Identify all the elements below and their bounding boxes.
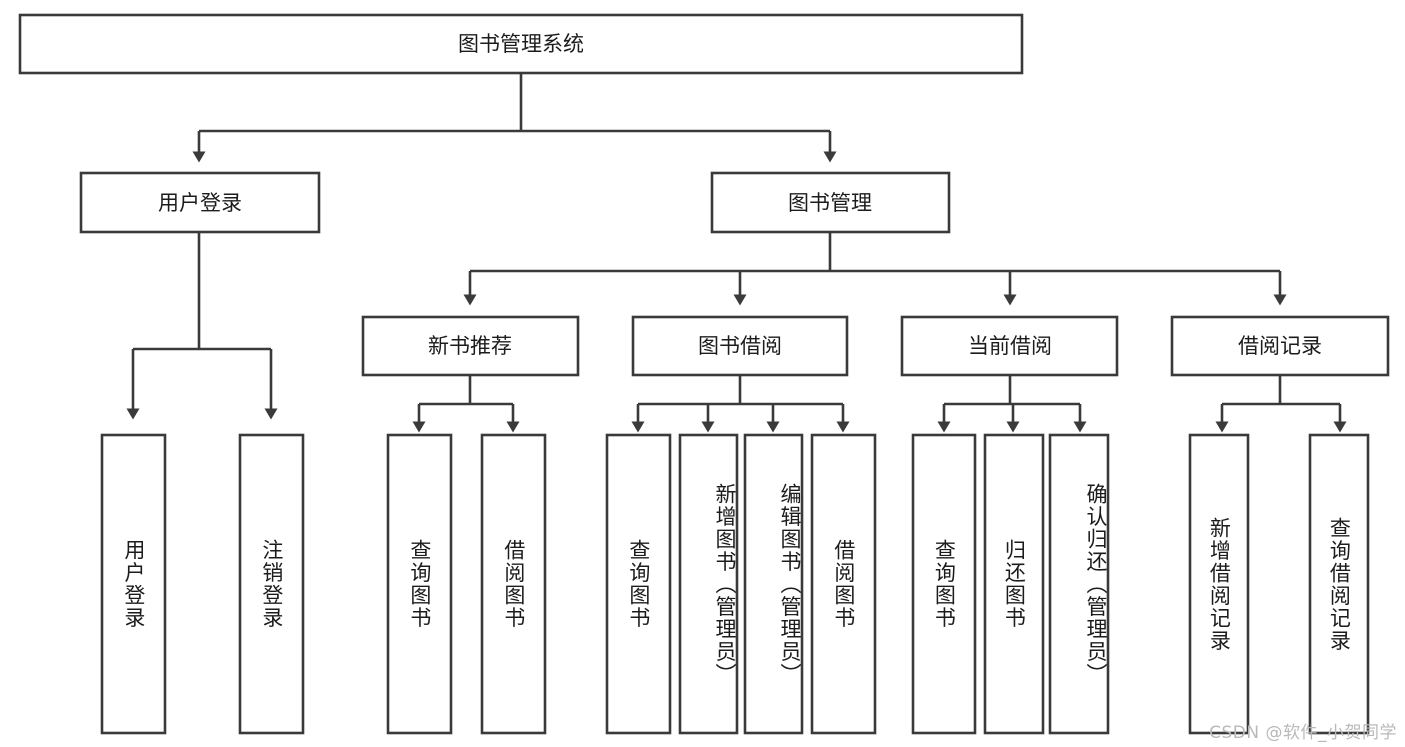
node-box-leaf-user-login[interactable] — [100, 433, 167, 735]
node-box-leaf-logout[interactable] — [238, 433, 305, 735]
node-box-leaf-borrow-edit[interactable] — [743, 433, 804, 735]
node-box-leaf-record-add[interactable] — [1188, 433, 1250, 735]
node-box-borrow[interactable] — [631, 315, 849, 377]
node-box-user-login[interactable] — [79, 171, 321, 234]
node-box-leaf-current-query[interactable] — [911, 433, 977, 735]
node-label-newbook: 新书推荐 — [428, 334, 512, 358]
connector-group-current — [937, 375, 1087, 433]
connector-group-user-login — [126, 232, 278, 420]
connector-group-newbook — [412, 375, 520, 433]
node-box-current[interactable] — [900, 315, 1119, 377]
csdn-watermark: CSDN @软件_小贺同学 — [1209, 723, 1397, 743]
node-box-leaf-newbook-borrow[interactable] — [480, 433, 547, 735]
node-box-book-mgmt[interactable] — [710, 171, 951, 234]
connector-group-record — [1215, 375, 1347, 433]
node-label-record: 借阅记录 — [1238, 334, 1322, 358]
node-label-user-login: 用户登录 — [158, 191, 242, 215]
node-box-leaf-newbook-query[interactable] — [386, 433, 453, 735]
node-label-current: 当前借阅 — [968, 334, 1052, 358]
connector-group-borrow — [631, 375, 850, 433]
node-box-leaf-record-query[interactable] — [1308, 433, 1370, 735]
node-box-leaf-borrow-query[interactable] — [605, 433, 672, 735]
node-label-book-mgmt: 图书管理 — [788, 191, 872, 215]
connector-group-book-mgmt — [463, 232, 1287, 306]
node-box-leaf-borrow-add[interactable] — [678, 433, 739, 735]
node-box-leaf-current-confirm[interactable] — [1048, 433, 1110, 735]
node-box-root[interactable] — [18, 13, 1024, 75]
node-label-borrow: 图书借阅 — [698, 334, 782, 358]
connector-group-root — [192, 74, 837, 163]
node-box-newbook[interactable] — [361, 315, 580, 377]
node-box-leaf-borrow-borrow[interactable] — [810, 433, 877, 735]
node-label-root: 图书管理系统 — [458, 32, 584, 56]
node-box-record[interactable] — [1170, 315, 1390, 377]
node-box-leaf-current-return[interactable] — [983, 433, 1045, 735]
